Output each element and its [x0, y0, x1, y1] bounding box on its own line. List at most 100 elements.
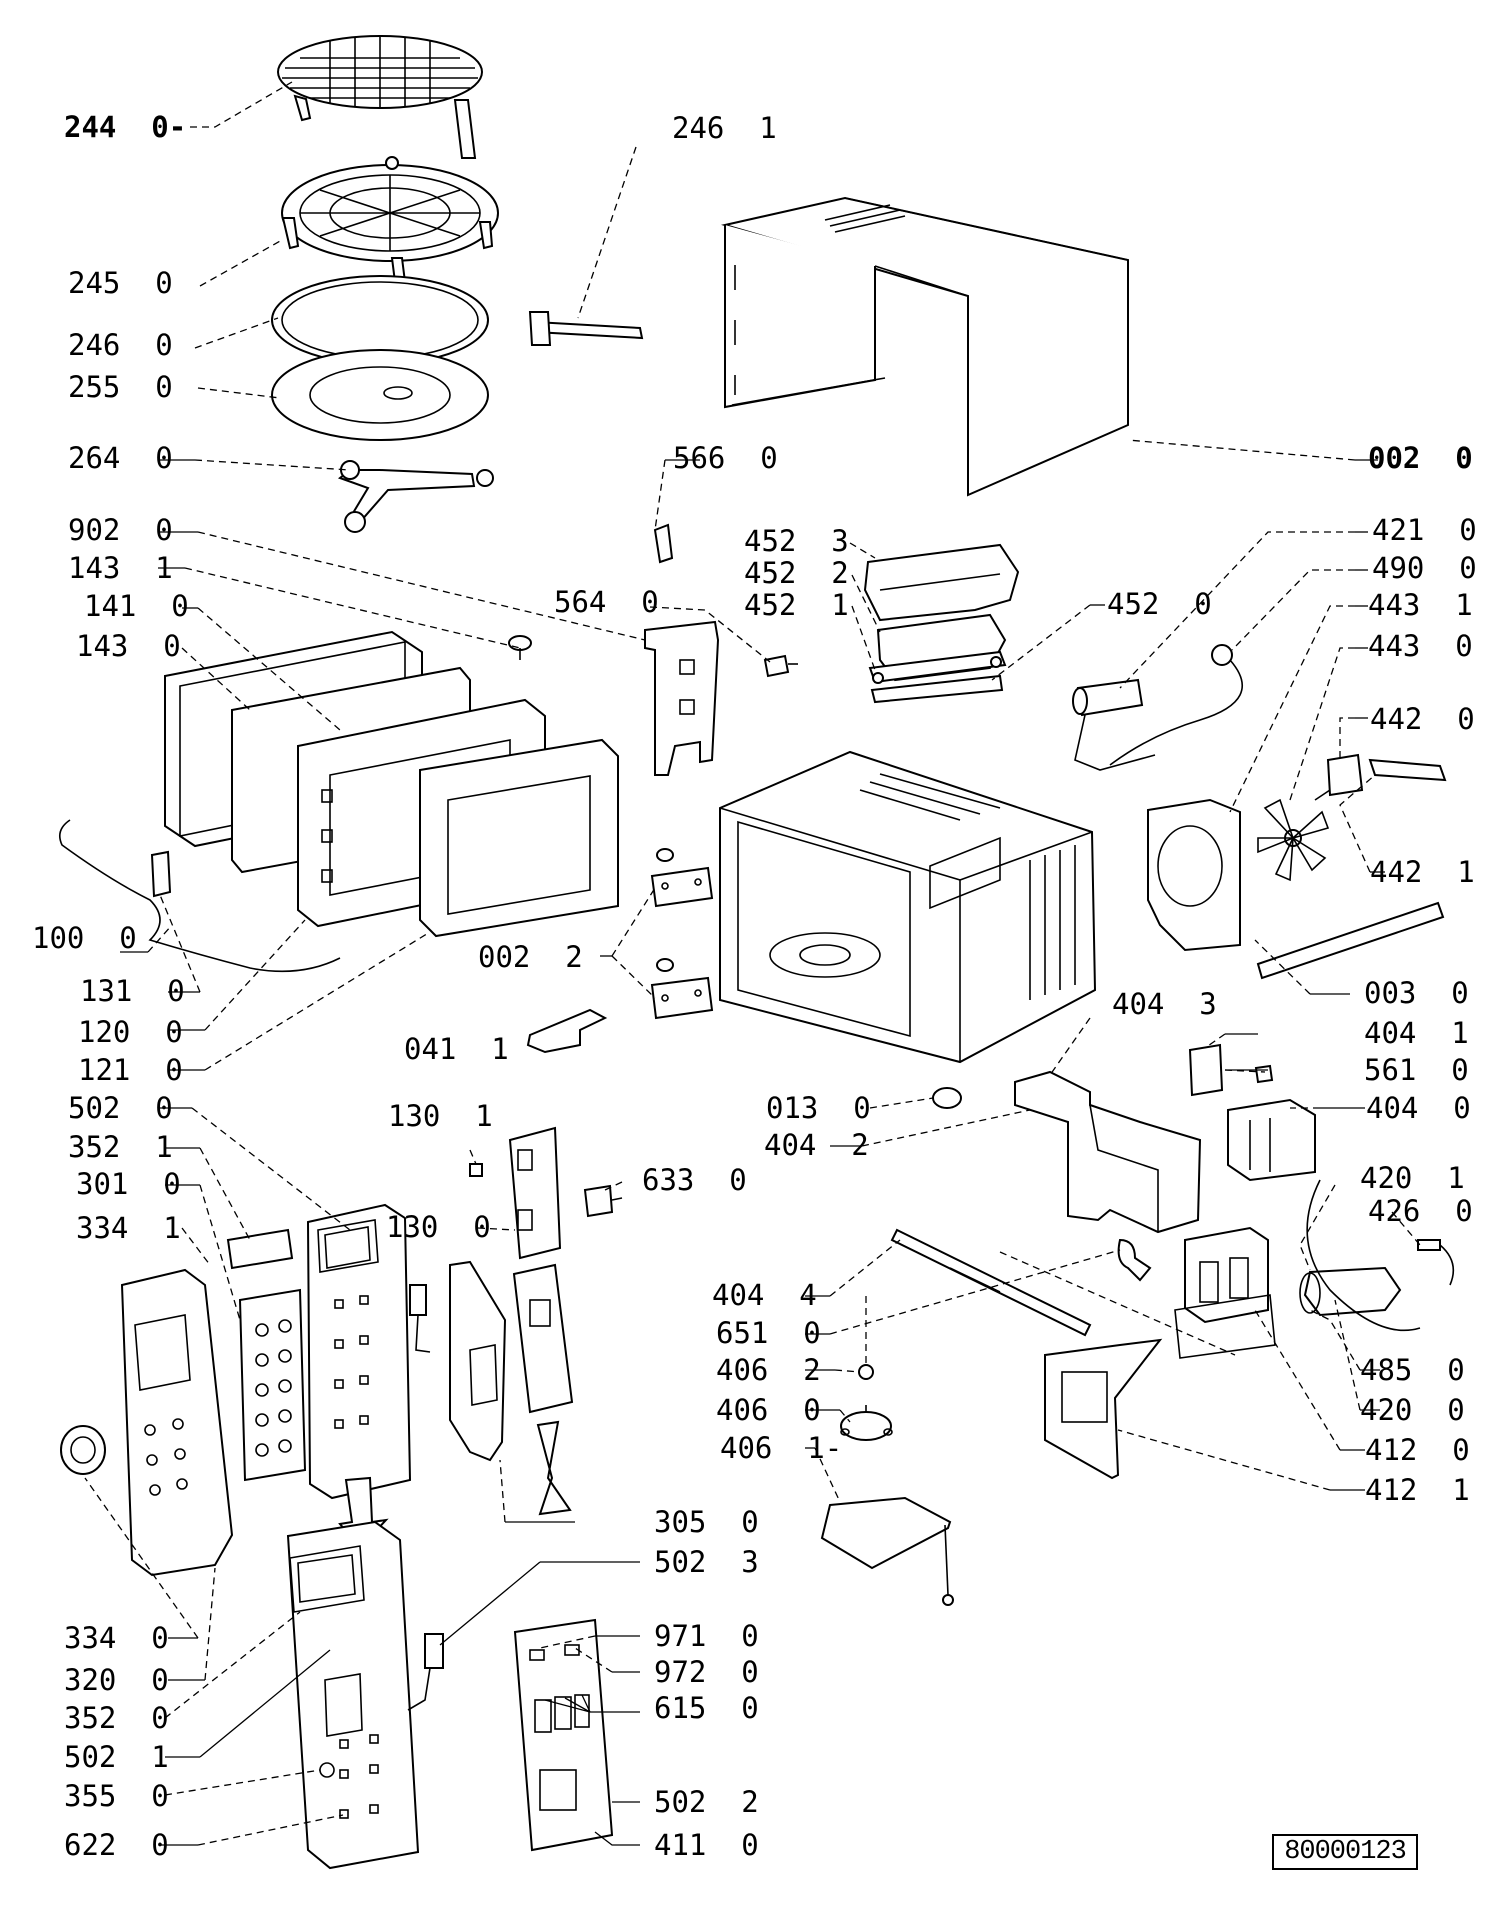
label-443-0: 443 0: [1368, 629, 1473, 663]
label-406-2: 406 2: [716, 1353, 821, 1387]
leader-lines: [84, 81, 1421, 1846]
part-002-0-outer-casing: [721, 196, 1129, 497]
label-244-0: 244 0-: [64, 110, 186, 144]
part-406-1-motor-plate: [820, 1496, 954, 1606]
label-246-1: 246 1: [672, 111, 777, 145]
label-502-1: 502 1: [64, 1740, 169, 1774]
label-411-0: 411 0: [654, 1828, 759, 1862]
part-502-3-connector: [407, 1633, 444, 1711]
part-120-0-door-inner: [419, 738, 619, 938]
part-244-grill-rack: [277, 35, 483, 159]
label-420-0: 420 0: [1360, 1393, 1465, 1427]
label-141-0: 141 0: [84, 589, 189, 623]
label-002-0: 002 0: [1368, 441, 1473, 475]
label-130-1: 130 1: [388, 1099, 493, 1133]
part-334-0-knob: [60, 1425, 106, 1475]
part-255-glass-tray: [271, 349, 489, 441]
part-305-0-arrow: [536, 1420, 572, 1516]
part-452-3-lamp-cover: [863, 543, 1020, 622]
part-002-2-hinge-bottom: [650, 958, 714, 1020]
part-305-0-board: [512, 1263, 574, 1414]
label-622-0: 622 0: [64, 1828, 169, 1862]
label-406-0: 406 0: [716, 1393, 821, 1427]
label-246-0: 246 0: [68, 328, 173, 362]
label-264-0: 264 0: [68, 441, 173, 475]
label-633-0: 633 0: [642, 1163, 747, 1197]
label-972-0: 972 0: [654, 1655, 759, 1689]
label-651-0: 651 0: [716, 1316, 821, 1350]
label-566-0: 566 0: [673, 441, 778, 475]
part-420-1-hv-capacitor: [1299, 1266, 1402, 1317]
part-564-0-switch: [763, 654, 798, 678]
part-443-0-fan: [1257, 798, 1330, 882]
label-130-0: 130 0: [386, 1210, 491, 1244]
label-971-0: 971 0: [654, 1619, 759, 1653]
part-404-0-transformer: [1227, 1098, 1316, 1182]
part-041-1-plate: [526, 1008, 608, 1054]
part-502-0-control-board: [306, 1203, 412, 1500]
part-406-2-coupler: [858, 1364, 874, 1380]
part-442-0-fan-motor: [1314, 753, 1364, 801]
part-561-0-thermal-switch: [1254, 1064, 1274, 1084]
label-355-0: 355 0: [64, 1779, 169, 1813]
part-412-1-cover-plate: [1044, 1338, 1163, 1480]
part-452-1-lamp-holder: [868, 650, 1007, 704]
part-566-0-clip: [653, 523, 674, 564]
label-002-2: 002 2: [478, 940, 583, 974]
part-labels: 244 0- 246 1 245 0 246 0 255 0 264 0 566…: [32, 110, 1477, 1862]
label-442-0: 442 0: [1370, 702, 1475, 736]
part-971-0-power-board: [513, 1618, 614, 1852]
label-013-0: 013 0: [766, 1091, 871, 1125]
label-320-0: 320 0: [64, 1663, 169, 1697]
diagram-reference-number: 80000123: [1272, 1834, 1418, 1870]
label-421-0: 421 0: [1372, 513, 1477, 547]
part-003-0-rail: [1256, 901, 1445, 980]
part-404-4-bar: [890, 1228, 1092, 1337]
part-100-0-door-seal: [59, 819, 341, 973]
label-352-0: 352 0: [64, 1701, 169, 1735]
part-442-1-bracket: [1368, 758, 1447, 782]
part-490-0-wire: [1109, 644, 1244, 766]
part-301-0-keypad: [238, 1288, 307, 1482]
label-352-1: 352 1: [68, 1130, 173, 1164]
part-564-0-interlock-bracket: [644, 620, 720, 776]
label-902-0: 902 0: [68, 513, 173, 547]
part-412-0-rail-dashed: [999, 1251, 1236, 1356]
label-143-0: 143 0: [76, 629, 181, 663]
part-oven-cavity: [719, 750, 1097, 1064]
label-121-0: 121 0: [78, 1053, 183, 1087]
label-442-1: 442 1: [1370, 855, 1475, 889]
label-120-0: 120 0: [78, 1015, 183, 1049]
part-245-round-grill: [281, 156, 499, 291]
label-485-0: 485 0: [1360, 1353, 1465, 1387]
label-502-3: 502 3: [654, 1545, 759, 1579]
label-041-1: 041 1: [404, 1032, 509, 1066]
part-334-1-front-fascia: [120, 1268, 234, 1577]
part-406-0-turntable-motor: [840, 1405, 893, 1441]
part-246-ring: [271, 275, 489, 365]
label-404-4: 404 4: [712, 1278, 817, 1312]
part-404-3-base-frame: [1014, 1070, 1202, 1234]
label-131-0: 131 0: [80, 974, 185, 1008]
label-255-0: 255 0: [68, 370, 173, 404]
label-452-2: 452 2: [744, 556, 849, 590]
part-connector: [409, 1284, 431, 1353]
label-003-0: 003 0: [1364, 976, 1469, 1010]
label-334-0: 334 0: [64, 1621, 169, 1655]
label-412-0: 412 0: [1365, 1433, 1470, 1467]
part-651-0-clip: [1117, 1238, 1152, 1282]
label-443-1: 443 1: [1368, 588, 1473, 622]
label-420-1: 420 1: [1360, 1161, 1465, 1195]
part-002-2-hinge-top: [650, 848, 714, 908]
label-502-2: 502 2: [654, 1785, 759, 1819]
label-404-3: 404 3: [1112, 987, 1217, 1021]
label-615-0: 615 0: [654, 1691, 759, 1725]
part-902-screw: [508, 635, 532, 660]
part-443-1-fan-housing: [1147, 798, 1241, 952]
label-143-1: 143 1: [68, 551, 173, 585]
part-426-0-diode: [1417, 1239, 1455, 1286]
label-245-0: 245 0: [68, 266, 173, 300]
part-305-0-bracket: [449, 1260, 507, 1462]
label-561-0: 561 0: [1364, 1053, 1469, 1087]
